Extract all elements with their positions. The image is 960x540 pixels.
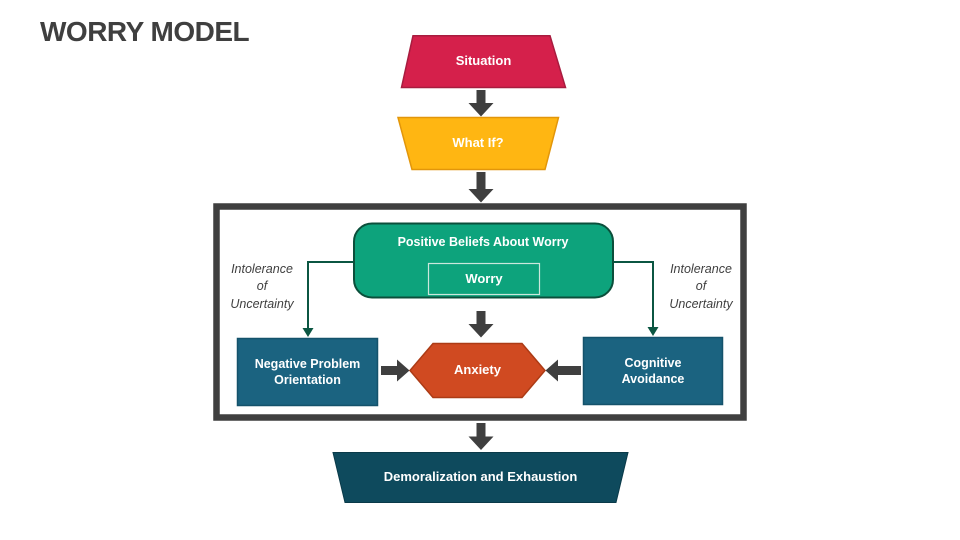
slide-title: WORRY MODEL xyxy=(40,16,250,47)
worry-label: Worry xyxy=(465,270,503,286)
connector-left-arrowhead-icon xyxy=(302,328,314,337)
connector-right-arrowhead-icon xyxy=(647,327,659,336)
situation-shape xyxy=(400,35,567,89)
anxiety-hexagon xyxy=(409,342,546,399)
positive-beliefs-shape xyxy=(353,222,614,299)
positive-beliefs-label: Positive Beliefs About Worry xyxy=(397,234,569,249)
arrow-model-to-demoralization-icon xyxy=(468,423,494,450)
what-if-shape xyxy=(397,116,560,171)
cognitive-avoidance-shape xyxy=(582,336,724,406)
demoralization-label: Demoralization and Exhaustion xyxy=(383,469,578,485)
intolerance-right-label: Intolerance of Uncertainty xyxy=(669,262,733,311)
negative-problem-orientation-label: Negative Problem Orientation xyxy=(254,356,361,387)
connector-left-elbow xyxy=(307,261,353,329)
connector-right-elbow xyxy=(613,261,654,328)
arrow-ca-to-anxiety-icon xyxy=(545,359,581,382)
intolerance-left-label: Intolerance of Uncertainty xyxy=(230,262,294,311)
model-boundary-box xyxy=(213,203,747,421)
worry-inner-box xyxy=(427,262,541,296)
arrow-situation-to-whatif-icon xyxy=(468,90,494,117)
arrow-npo-to-anxiety-icon xyxy=(381,359,410,382)
anxiety-label: Anxiety xyxy=(454,362,501,378)
arrow-whatif-to-model-icon xyxy=(468,172,494,203)
demoralization-shape xyxy=(332,452,629,503)
negative-problem-orientation-shape xyxy=(236,337,379,407)
situation-label: Situation xyxy=(455,53,512,69)
what-if-label: What If? xyxy=(452,135,504,151)
cognitive-avoidance-label: Cognitive Avoidance xyxy=(621,355,685,386)
arrow-beliefs-to-anxiety-icon xyxy=(468,311,494,338)
